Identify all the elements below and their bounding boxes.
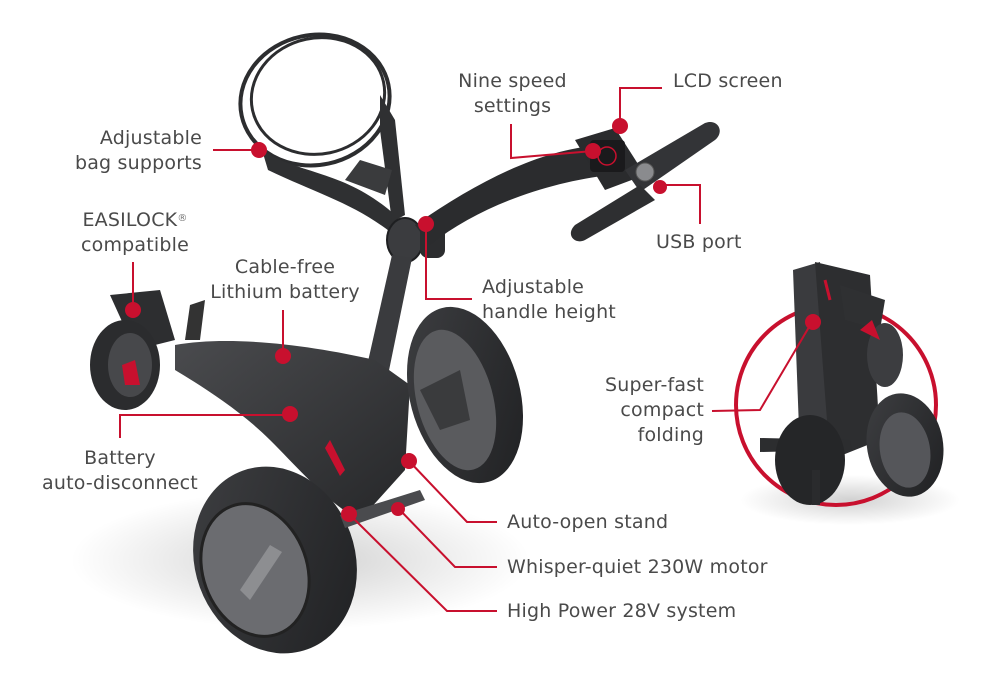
callout-usb-port: USB port	[656, 231, 742, 253]
callout-dots	[125, 118, 821, 522]
callout-speed-settings: Nine speed settings	[458, 70, 567, 117]
callout-easilock: EASILOCK® compatible	[80, 209, 190, 256]
folded-trolley	[734, 262, 944, 507]
registered-mark: ®	[177, 213, 188, 224]
callout-lines	[119, 87, 813, 612]
callout-power-system: High Power 28V system	[507, 600, 737, 622]
callout-auto-disconnect: Battery auto-disconnect	[42, 447, 198, 494]
callout-motor: Whisper-quiet 230W motor	[507, 556, 768, 578]
callout-auto-open-stand: Auto-open stand	[507, 511, 669, 533]
callout-battery: Cable-free Lithium battery	[210, 256, 360, 303]
callout-compact-folding: Super-fast compact folding	[605, 374, 704, 446]
callout-lcd-screen: LCD screen	[673, 70, 783, 92]
callout-bag-supports: Adjustable bag supports	[74, 127, 202, 174]
main-trolley	[90, 32, 720, 654]
callout-handle-height: Adjustable handle height	[482, 276, 616, 323]
